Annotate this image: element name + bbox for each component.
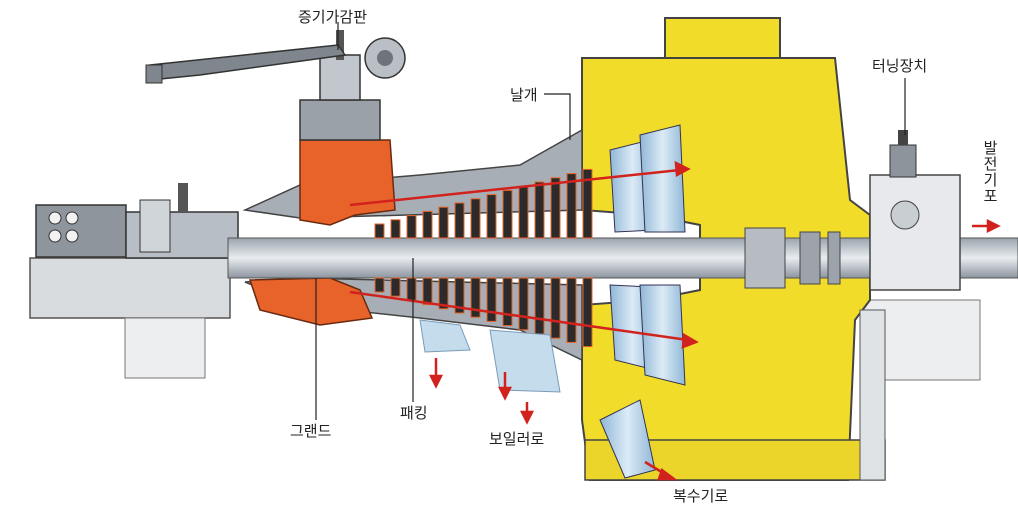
blade-lower bbox=[374, 277, 385, 293]
blade-upper bbox=[422, 210, 433, 239]
blade-upper bbox=[406, 215, 417, 239]
label-condenser: 복수기로 bbox=[673, 487, 729, 505]
blade-stages bbox=[374, 168, 593, 348]
condenser-pipe bbox=[599, 399, 656, 479]
coupling bbox=[744, 227, 841, 289]
blade-lower bbox=[390, 277, 401, 297]
label-turning-gear: 터닝장치 bbox=[872, 57, 928, 75]
label-packing: 패킹 bbox=[400, 404, 428, 422]
blade-lower bbox=[470, 277, 481, 318]
leader-lines bbox=[315, 22, 906, 420]
label-gland: 그랜드 bbox=[290, 422, 332, 440]
blade-lower bbox=[454, 277, 465, 314]
last-stage-blades bbox=[609, 124, 686, 386]
bleed-pipes bbox=[419, 319, 561, 393]
label-generator: 발전기포 bbox=[981, 140, 999, 204]
blade-upper bbox=[518, 185, 529, 239]
blade-lower bbox=[518, 277, 529, 331]
label-blade: 날개 bbox=[510, 86, 538, 104]
label-boiler: 보일러로 bbox=[489, 430, 545, 448]
front-bearing-pedestal bbox=[35, 183, 239, 259]
blade-upper bbox=[390, 219, 401, 239]
governor-valve-assembly bbox=[145, 30, 406, 141]
blade-upper bbox=[454, 202, 465, 239]
blade-upper bbox=[470, 198, 481, 239]
blade-upper bbox=[438, 206, 449, 239]
blade-lower bbox=[438, 277, 449, 310]
blade-upper bbox=[582, 168, 593, 239]
blade-lower bbox=[566, 277, 577, 343]
blade-lower bbox=[422, 277, 433, 306]
blade-lower bbox=[486, 277, 497, 322]
turning-gear-housing bbox=[869, 130, 961, 291]
blade-lower bbox=[534, 277, 545, 335]
blade-upper bbox=[486, 194, 497, 239]
blade-lower bbox=[550, 277, 561, 339]
blade-lower bbox=[582, 277, 593, 348]
foundation bbox=[29, 257, 981, 381]
blade-upper bbox=[566, 173, 577, 239]
blade-upper bbox=[502, 189, 513, 239]
steam-flow-arrows bbox=[349, 160, 1001, 481]
blade-lower bbox=[406, 277, 417, 301]
blade-upper bbox=[534, 181, 545, 239]
label-steam-valve: 증기가감판 bbox=[298, 8, 368, 26]
blade-upper bbox=[550, 177, 561, 239]
blade-upper bbox=[374, 223, 385, 239]
blade-lower bbox=[502, 277, 513, 327]
